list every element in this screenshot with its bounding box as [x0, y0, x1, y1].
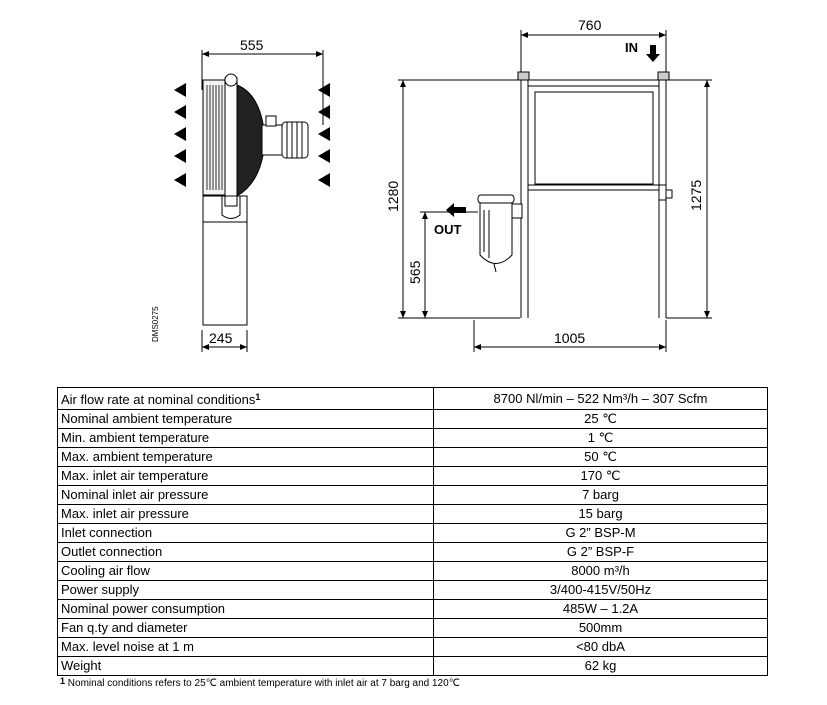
spec-parameter-label: Inlet connection — [61, 525, 153, 540]
spec-parameter: Nominal ambient temperature — [57, 409, 434, 429]
spec-parameter: Air flow rate at nominal conditions1 — [57, 387, 434, 410]
footnote-marker: 1 — [60, 676, 66, 686]
dim-front-height: 1280 — [385, 181, 401, 212]
spec-value: <80 dbA — [433, 637, 768, 657]
spec-parameter-label: Nominal inlet air pressure — [61, 487, 209, 502]
spec-value: 500mm — [433, 618, 768, 638]
spec-parameter: Outlet connection — [57, 542, 434, 562]
spec-parameter: Max. inlet air pressure — [57, 504, 434, 524]
spec-parameter-label: Min. ambient temperature — [61, 430, 210, 445]
table-row: Fan q.ty and diameter 500mm — [57, 618, 768, 638]
spec-parameter-label: Weight — [61, 658, 102, 673]
table-row: Max. inlet air pressure 15 barg — [57, 504, 768, 524]
dim-overall-depth: 1005 — [554, 330, 585, 346]
table-row: Power supply 3/400-415V/50Hz — [57, 580, 768, 600]
table-row: Outlet connection G 2” BSP-F — [57, 542, 768, 562]
airflow-arrows-icon — [174, 83, 330, 187]
spec-value: 8000 m³/h — [433, 561, 768, 581]
dim-side-width: 555 — [240, 37, 264, 53]
spec-value: 1 ℃ — [433, 428, 768, 448]
inlet-arrow-icon — [646, 45, 660, 62]
spec-parameter: Max. inlet air temperature — [57, 466, 434, 486]
table-row: Weight 62 kg — [57, 656, 768, 676]
drawing-code: DMS0275 — [151, 306, 160, 342]
table-row: Max. level noise at 1 m <80 dbA — [57, 637, 768, 657]
spec-value: G 2” BSP-M — [433, 523, 768, 543]
dim-front-height-right: 1275 — [688, 180, 704, 211]
footnote-text: Nominal conditions refers to 25℃ ambient… — [67, 678, 460, 689]
spec-value: 485W – 1.2A — [433, 599, 768, 619]
spec-parameter-label: Outlet connection — [61, 544, 163, 559]
spec-parameter: Min. ambient temperature — [57, 428, 434, 448]
label-out: OUT — [434, 222, 462, 237]
table-row: Nominal power consumption 485W – 1.2A — [57, 599, 768, 619]
spec-footnote-marker: 1 — [255, 392, 261, 402]
dim-outlet-height: 565 — [407, 260, 423, 284]
spec-parameter: Fan q.ty and diameter — [57, 618, 434, 638]
spec-parameter: Nominal power consumption — [57, 599, 434, 619]
spec-value: G 2” BSP-F — [433, 542, 768, 562]
outlet-arrow-icon — [446, 203, 466, 217]
table-row: Max. inlet air temperature 170 ℃ — [57, 466, 768, 486]
front-view — [398, 30, 712, 352]
spec-parameter: Nominal inlet air pressure — [57, 485, 434, 505]
table-row: Min. ambient temperature 1 ℃ — [57, 428, 768, 448]
spec-value: 62 kg — [433, 656, 768, 676]
table-row: Max. ambient temperature 50 ℃ — [57, 447, 768, 467]
footnote: 1 Nominal conditions refers to 25℃ ambie… — [60, 676, 460, 689]
spec-parameter-label: Max. inlet air pressure — [61, 506, 189, 521]
table-row: Inlet connection G 2” BSP-M — [57, 523, 768, 543]
spec-value: 8700 Nl/min – 522 Nm³/h – 307 Scfm — [433, 387, 768, 410]
spec-parameter-label: Cooling air flow — [61, 563, 150, 578]
spec-parameter-label: Nominal ambient temperature — [61, 411, 233, 426]
table-row: Cooling air flow 8000 m³/h — [57, 561, 768, 581]
side-view — [201, 50, 324, 352]
spec-value: 15 barg — [433, 504, 768, 524]
spec-parameter-label: Fan q.ty and diameter — [61, 620, 188, 635]
spec-value: 7 barg — [433, 485, 768, 505]
technical-drawing: 555 245 DMS0275 — [151, 17, 712, 352]
spec-parameter: Weight — [57, 656, 434, 676]
spec-parameter-label: Power supply — [61, 582, 140, 597]
spec-parameter-label: Air flow rate at nominal conditions — [61, 392, 256, 407]
spec-value: 170 ℃ — [433, 466, 768, 486]
spec-parameter-label: Max. ambient temperature — [61, 449, 213, 464]
dim-side-base: 245 — [209, 330, 233, 346]
table-row: Nominal ambient temperature 25 ℃ — [57, 409, 768, 429]
spec-parameter: Power supply — [57, 580, 434, 600]
spec-parameter-label: Max. inlet air temperature — [61, 468, 209, 483]
spec-parameter-label: Nominal power consumption — [61, 601, 226, 616]
spec-parameter: Cooling air flow — [57, 561, 434, 581]
spec-parameter-label: Max. level noise at 1 m — [61, 639, 194, 654]
spec-parameter: Inlet connection — [57, 523, 434, 543]
spec-parameter: Max. ambient temperature — [57, 447, 434, 467]
table-row: Nominal inlet air pressure 7 barg — [57, 485, 768, 505]
spec-parameter: Max. level noise at 1 m — [57, 637, 434, 657]
spec-value: 3/400-415V/50Hz — [433, 580, 768, 600]
label-in: IN — [625, 40, 638, 55]
spec-value: 50 ℃ — [433, 447, 768, 467]
dim-front-width: 760 — [578, 17, 602, 33]
spec-value: 25 ℃ — [433, 409, 768, 429]
